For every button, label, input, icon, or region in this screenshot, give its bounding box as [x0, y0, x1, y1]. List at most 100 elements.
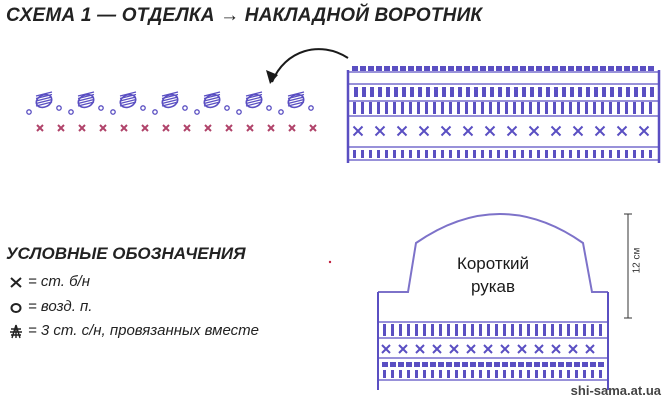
- x-stitch-icon: [162, 124, 170, 132]
- sleeve-chain: [446, 362, 452, 367]
- x-stitch-icon: [36, 124, 44, 132]
- legend-heading: УСЛОВНЫЕ ОБОЗНАЧЕНИЯ: [6, 244, 246, 263]
- sleeve-stitch: [415, 324, 418, 336]
- sleeve-chain: [542, 362, 548, 367]
- collar-stitch: [489, 150, 492, 158]
- collar-stitch: [401, 102, 404, 114]
- collar-stitch: [601, 150, 604, 158]
- arrow-head-icon: [266, 70, 278, 84]
- collar-stitch: [433, 102, 436, 114]
- sleeve-stitch: [471, 370, 474, 378]
- collar-stitch: [497, 102, 500, 114]
- collar-stitch: [514, 87, 518, 97]
- collar-stitch: [441, 150, 444, 158]
- x-stitch-icon: [8, 274, 24, 290]
- collar-stitch: [554, 87, 558, 97]
- collar-stitch: [433, 150, 436, 158]
- collar-stitch: [481, 102, 484, 114]
- collar-stitch: [473, 102, 476, 114]
- collar-stitch: [370, 87, 374, 97]
- collar-stitch: [361, 102, 364, 114]
- collar-stitch: [625, 150, 628, 158]
- collar-stitch: [409, 102, 412, 114]
- collar-stitch: [458, 87, 462, 97]
- collar-chain: [512, 66, 518, 71]
- sleeve-stitch: [519, 370, 522, 378]
- x-stitch-icon: [183, 124, 191, 132]
- collar-chain: [456, 66, 462, 71]
- collar-chain: [416, 66, 422, 71]
- sleeve-stitch: [551, 324, 554, 336]
- x-stitch-icon: [78, 124, 86, 132]
- x-stitch-icon: [374, 125, 386, 137]
- collar-stitch: [649, 102, 652, 114]
- sleeve-stitch: [575, 324, 578, 336]
- collar-stitch: [513, 150, 516, 158]
- sleeve-chain: [510, 362, 516, 367]
- collar-stitch: [457, 150, 460, 158]
- collar-stitch: [609, 150, 612, 158]
- sleeve-stitch: [479, 370, 482, 378]
- collar-chain: [472, 66, 478, 71]
- chain-circle-icon: [56, 105, 62, 111]
- x-stitch-icon: [418, 125, 430, 137]
- chain-circle-icon: [98, 105, 104, 111]
- sleeve-stitch: [399, 370, 402, 378]
- x-stitch-icon: [267, 124, 275, 132]
- collar-stitch: [505, 102, 508, 114]
- legend-label: = 3 ст. с/н, провязанных вместе: [28, 322, 259, 339]
- cluster-stitch-icon: [119, 91, 137, 109]
- collar-chain: [528, 66, 534, 71]
- sleeve-stitch: [519, 324, 522, 336]
- chain-circle-icon: [266, 105, 272, 111]
- collar-stitch: [561, 150, 564, 158]
- collar-stitch: [538, 87, 542, 97]
- cluster-stitch-icon: [203, 91, 221, 109]
- x-stitch-icon: [99, 124, 107, 132]
- watermark: shi-sama.at.ua: [570, 383, 661, 398]
- diagram-title: СХЕМА 1 — ОТДЕЛКА → НАКЛАДНОЙ ВОРОТНИК: [6, 5, 483, 26]
- collar-stitch: [449, 150, 452, 158]
- sleeve-chain: [574, 362, 580, 367]
- collar-stitch: [617, 150, 620, 158]
- collar-chain: [480, 66, 486, 71]
- collar-chain: [624, 66, 630, 71]
- collar-chain: [576, 66, 582, 71]
- collar-stitch: [450, 87, 454, 97]
- collar-chain: [408, 66, 414, 71]
- collar-stitch: [625, 102, 628, 114]
- chain-circle-icon: [194, 109, 200, 115]
- collar-stitch: [506, 87, 510, 97]
- sleeve-chain: [566, 362, 572, 367]
- sleeve-stitch: [391, 370, 394, 378]
- sleeve-stitch: [599, 370, 602, 378]
- chain-circle-icon: [110, 109, 116, 115]
- chain-circle-icon: [308, 105, 314, 111]
- collar-stitch: [425, 150, 428, 158]
- legend-item-cluster: = 3 ст. с/н, провязанных вместе: [8, 322, 259, 339]
- collar-stitch: [641, 150, 644, 158]
- collar-stitch: [393, 102, 396, 114]
- sleeve-chain: [590, 362, 596, 367]
- collar-stitch: [377, 150, 380, 158]
- sleeve-stitch: [591, 370, 594, 378]
- sleeve-stitch: [415, 370, 418, 378]
- collar-stitch: [529, 102, 532, 114]
- chain-circle-icon: [8, 299, 24, 315]
- sleeve-chain: [518, 362, 524, 367]
- collar-stitch: [498, 87, 502, 97]
- x-stitch-icon: [352, 125, 364, 137]
- sleeve-chain: [550, 362, 556, 367]
- x-stitch-icon: [415, 344, 425, 354]
- x-stitch-icon: [517, 344, 527, 354]
- collar-stitch: [618, 87, 622, 97]
- collar-chain: [632, 66, 638, 71]
- sleeve-stitch: [407, 370, 410, 378]
- collar-stitch: [649, 150, 652, 158]
- collar-chain: [384, 66, 390, 71]
- legend-label: = возд. п.: [28, 298, 93, 315]
- sleeve-stitch: [599, 324, 602, 336]
- collar-chain: [432, 66, 438, 71]
- sleeve-chain: [494, 362, 500, 367]
- x-stitch-icon: [534, 344, 544, 354]
